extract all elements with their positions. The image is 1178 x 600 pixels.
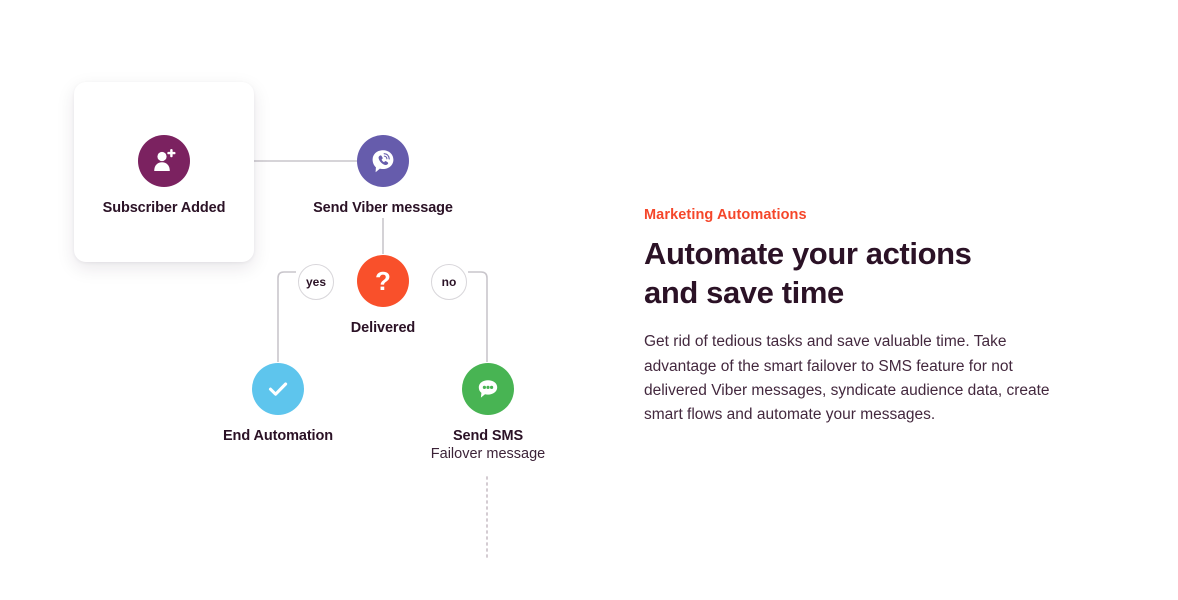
- flow-node-label: Subscriber Added: [102, 200, 226, 216]
- user-plus-icon: [138, 135, 190, 187]
- flow-node-label: Send SMS: [452, 428, 524, 444]
- connector-no-to-sms: [468, 271, 488, 362]
- branch-label-yes[interactable]: yes: [298, 264, 334, 300]
- flow-node-subscriber-added[interactable]: Subscriber Added: [103, 135, 225, 217]
- flow-node-sublabel: Failover message: [430, 446, 546, 463]
- connector-yes-to-end: [277, 271, 296, 362]
- branch-label-yes-text: yes: [305, 275, 327, 289]
- flow-node-label: Delivered: [350, 320, 416, 336]
- question-mark-icon: ?: [357, 255, 409, 307]
- page-title: Automate your actions and save time: [644, 236, 972, 311]
- body-paragraph: Get rid of tedious tasks and save valuab…: [644, 333, 1050, 423]
- check-icon: [252, 363, 304, 415]
- viber-icon: [357, 135, 409, 187]
- flow-node-send-viber-message[interactable]: Send Viber message: [313, 135, 453, 217]
- flow-node-end-automation[interactable]: End Automation: [223, 363, 333, 445]
- branch-label-no-text: no: [441, 275, 457, 289]
- automation-flow-diagram: Subscriber Added Send Viber message ? De…: [102, 135, 546, 562]
- branch-label-no[interactable]: no: [431, 264, 467, 300]
- chat-bubble-icon: [462, 363, 514, 415]
- feature-copy-block: Marketing Automations Automate your acti…: [644, 207, 1076, 427]
- flow-node-label: End Automation: [222, 428, 334, 444]
- eyebrow-label: Marketing Automations: [644, 207, 807, 223]
- question-mark-glyph: ?: [375, 266, 391, 296]
- flow-node-delivered-decision[interactable]: ? Delivered: [351, 255, 415, 337]
- flow-node-label: Send Viber message: [313, 200, 453, 216]
- flow-node-send-sms[interactable]: Send SMS Failover message: [431, 363, 545, 464]
